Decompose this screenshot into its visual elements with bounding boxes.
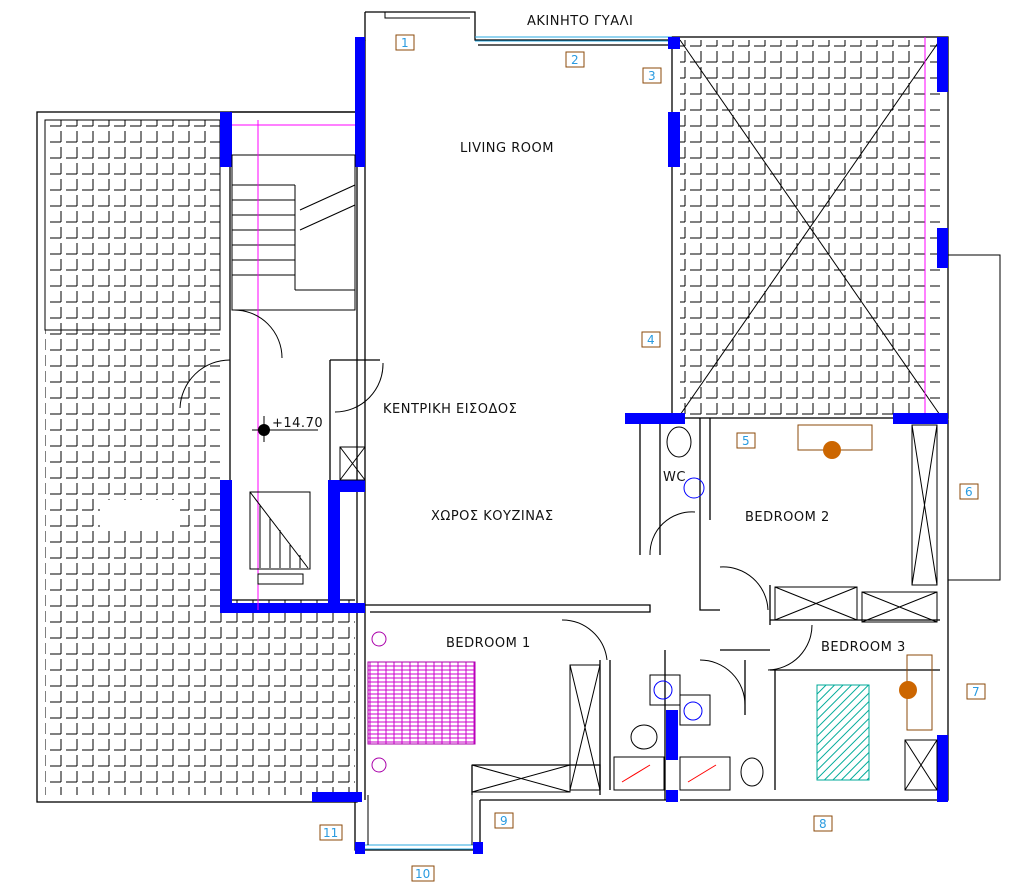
tag-text: 7 [972, 685, 980, 699]
left-terrace [36, 111, 358, 803]
bed-bedroom3 [816, 684, 870, 781]
bedroom3-label: BEDROOM 3 [821, 640, 906, 655]
wardrobes [339, 424, 938, 793]
main-entrance-label: ΚΕΝΤΡΙΚΗ ΕΙΣΟΔΟΣ [383, 402, 517, 417]
opening-tag-8: 8 [813, 815, 833, 832]
right-terrace [671, 36, 1001, 581]
tag-text: 11 [323, 826, 338, 840]
staircase [231, 120, 356, 610]
elevator [249, 491, 311, 585]
opening-tag-2: 2 [565, 51, 585, 68]
opening-tag-4: 4 [641, 331, 661, 348]
kitchen-area-label: ΧΩΡΟΣ ΚΟΥΖΙΝΑΣ [431, 509, 554, 524]
structural-columns [220, 37, 948, 854]
desks [797, 424, 933, 731]
tag-text: 4 [647, 333, 655, 347]
bedroom1-label: BEDROOM 1 [446, 636, 531, 651]
bedroom2-label: BEDROOM 2 [745, 510, 830, 525]
tag-text: 1 [401, 36, 409, 50]
room-labels: ΑΚΙΝΗΤΟ ΓΥΑΛΙ LIVING ROOM ΚΕΝΤΡΙΚΗ ΕΙΣΟΔ… [383, 14, 906, 655]
opening-tag-7: 7 [966, 683, 986, 700]
bed-bedroom1 [367, 631, 476, 773]
tag-text: 3 [648, 69, 656, 83]
living-room-label: LIVING ROOM [460, 141, 554, 156]
opening-tag-6: 6 [959, 483, 979, 500]
tag-text: 8 [819, 817, 827, 831]
wc-label: WC [663, 470, 686, 485]
tag-text: 5 [742, 434, 750, 448]
sanitary-fixtures [613, 426, 764, 791]
opening-tag-1: 1 [395, 34, 415, 51]
level-mark-text: +14.70 [272, 416, 323, 431]
opening-tags: 1 2 3 4 5 6 7 8 9 10 11 [319, 34, 986, 882]
tag-text: 9 [500, 814, 508, 828]
opening-tag-5: 5 [736, 432, 756, 449]
fixed-glass-label: ΑΚΙΝΗΤΟ ΓΥΑΛΙ [527, 14, 633, 29]
opening-tag-3: 3 [642, 67, 662, 84]
level-marker: +14.70 [252, 416, 323, 442]
tag-text: 10 [415, 867, 430, 881]
doors [179, 309, 813, 706]
opening-tag-10: 10 [411, 865, 435, 882]
tag-text: 6 [965, 485, 973, 499]
opening-tag-11: 11 [319, 824, 343, 841]
tag-text: 2 [571, 53, 579, 67]
opening-tag-9: 9 [494, 812, 514, 829]
